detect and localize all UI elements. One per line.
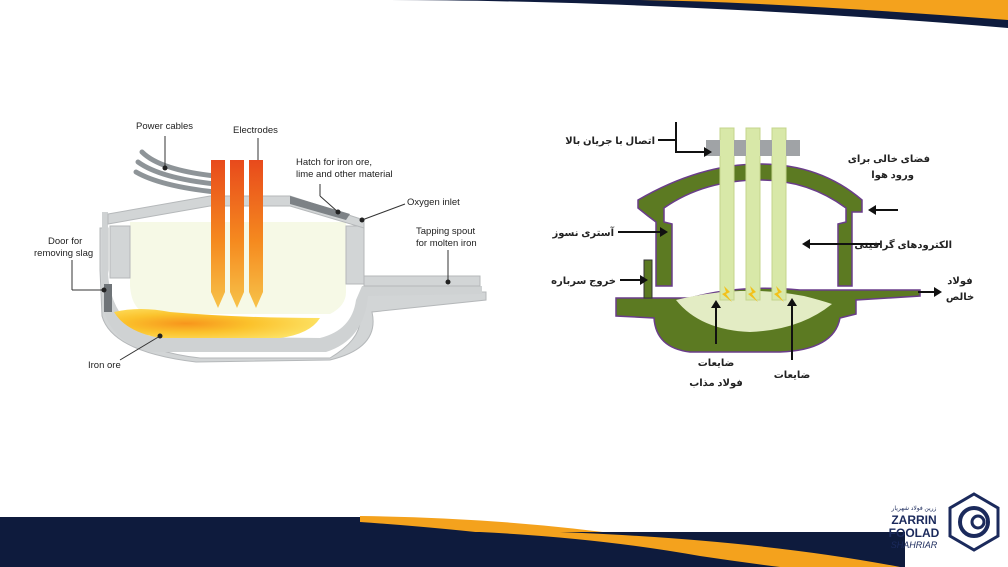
electrode	[719, 127, 735, 301]
label-scrap-molten: فولاد مذاب	[689, 378, 743, 389]
electrode	[249, 160, 263, 308]
electrode	[211, 160, 225, 308]
label-scrap: ضایعات	[774, 370, 811, 381]
label-air-space: ورود هوا	[871, 170, 914, 181]
molten-iron	[114, 309, 320, 338]
label-graphite-electrodes: الکترودهای گرافیتی	[854, 238, 952, 251]
label-slag-exit: خروج سرباره	[551, 276, 616, 287]
label-tapping-spout: Tapping spout	[416, 226, 476, 237]
graphite-electrodes	[719, 127, 787, 301]
label-pure-steel: خالص	[946, 292, 974, 303]
hatch	[290, 196, 350, 220]
slag-door	[104, 284, 112, 312]
company-logo: زرین فولاد شهریار ZARRIN FOOLAD SHAHRIAR	[889, 492, 1000, 552]
logo-persian-name: زرین فولاد شهریار	[891, 505, 937, 512]
label-pure-steel: فولاد	[947, 276, 972, 287]
logo-hexagon-icon	[948, 492, 1000, 552]
left-furnace-diagram: Power cables Electrodes Hatch for iron o…	[34, 121, 487, 371]
label-air-space: فضای خالی برای	[848, 154, 930, 165]
arc-sparks	[722, 286, 784, 302]
right-furnace-diagram: اتصال با جریان بالا فضای خالی برای ورود …	[551, 122, 974, 389]
electrode	[230, 160, 244, 308]
label-slag-door: Door for	[48, 236, 82, 247]
label-slag-door: removing slag	[34, 248, 93, 259]
top-banner	[390, 0, 1008, 28]
label-hatch: Hatch for iron ore,	[296, 157, 372, 168]
logo-name: ZARRIN	[891, 513, 936, 527]
label-refractory: آستری نسوز	[552, 226, 615, 239]
logo-name: FOOLAD	[889, 526, 940, 540]
logo-name: SHAHRIAR	[891, 540, 938, 550]
label-electrodes: Electrodes	[233, 125, 278, 136]
furnace-body	[102, 212, 482, 352]
electrode	[771, 127, 787, 301]
label-scrap-molten: ضایعات	[698, 358, 735, 369]
label-iron-ore: Iron ore	[88, 360, 121, 371]
power-cables	[133, 149, 218, 195]
bottom-banner	[0, 516, 1008, 567]
electrode	[745, 127, 761, 301]
electrodes-group	[211, 160, 263, 308]
label-current-connection: اتصال با جریان بالا	[565, 136, 655, 147]
label-oxygen-inlet: Oxygen inlet	[407, 197, 460, 208]
label-hatch: lime and other material	[296, 169, 393, 180]
label-power-cables: Power cables	[136, 121, 193, 132]
label-tapping-spout: for molten iron	[416, 238, 477, 249]
